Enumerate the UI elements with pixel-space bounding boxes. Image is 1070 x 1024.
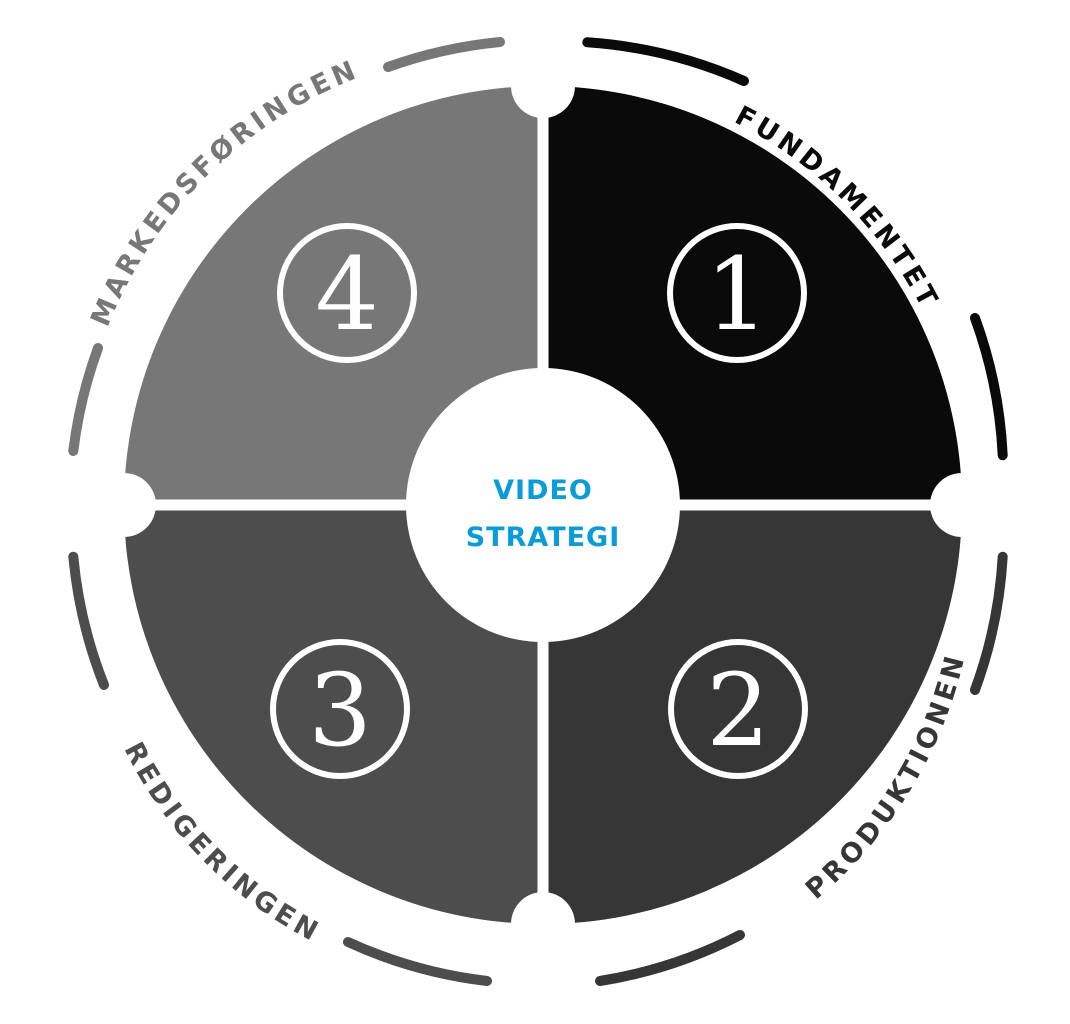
- ring-arc-markedsforingen-side: [68, 343, 103, 456]
- center-circle: [406, 368, 680, 642]
- step-number-2: 2: [668, 639, 808, 779]
- ring-arc-redigeringen-bottom: [343, 937, 492, 986]
- step-number-ring: [668, 639, 808, 779]
- step-number-label: 4: [315, 236, 379, 353]
- ring-arc-fundamentet-top: [582, 37, 749, 86]
- ring-arc-fundamentet-side: [970, 313, 1008, 461]
- quadrant-4: [124, 86, 543, 505]
- ring-arc-redigeringen-side: [68, 551, 109, 690]
- step-number-label: 2: [706, 652, 770, 769]
- outer-ring-arcs: [68, 37, 1008, 986]
- quadrant-3: [124, 505, 543, 924]
- step-number-3: 3: [270, 639, 410, 779]
- step-number-label: 3: [308, 652, 372, 769]
- center-hub: VIDEO STRATEGI: [406, 368, 680, 642]
- step-numbers: 1 2 3 4: [270, 223, 808, 779]
- step-number-1: 1: [667, 223, 807, 363]
- step-number-ring: [277, 223, 417, 363]
- notch-top: [511, 54, 575, 118]
- center-title-line1: VIDEO: [493, 475, 593, 506]
- ring-arc-produktionen-bottom: [595, 930, 745, 986]
- step-number-4: 4: [277, 223, 417, 363]
- notch-right: [930, 473, 994, 537]
- notch-bottom: [511, 892, 575, 956]
- quadrant-1: [543, 86, 962, 505]
- ring-arc-produktionen-side: [970, 551, 1008, 695]
- step-number-ring: [667, 223, 807, 363]
- step-number-label: 1: [705, 236, 769, 353]
- center-title-line2: STRATEGI: [466, 522, 621, 553]
- notch-left: [92, 473, 156, 537]
- ring-arc-markedsforingen-top: [383, 37, 505, 72]
- quadrant-2: [543, 505, 962, 924]
- step-number-ring: [270, 639, 410, 779]
- quadrants: [124, 86, 962, 924]
